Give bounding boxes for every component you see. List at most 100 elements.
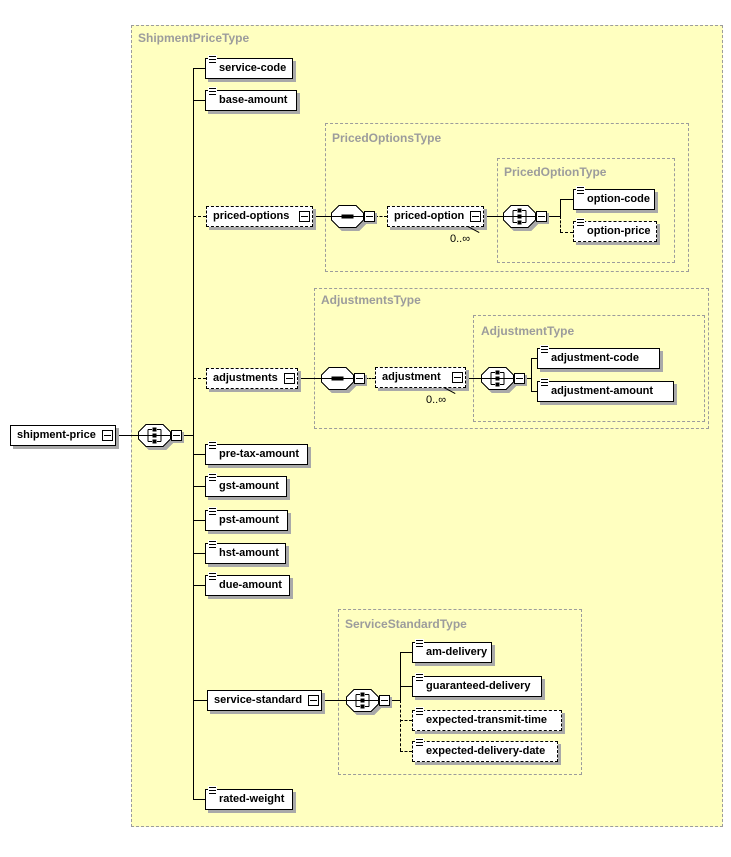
element-box-shipment-price[interactable]: shipment-price (10, 425, 116, 446)
all-icon (138, 424, 171, 447)
element-box-pre-tax-amount[interactable]: pre-tax-amount (205, 441, 308, 465)
type-title-service-standard-type: ServiceStandardType (345, 617, 467, 631)
connector-line (193, 486, 205, 487)
collapse-button[interactable] (354, 373, 365, 384)
element-label: option-code (587, 193, 650, 205)
connector-line (466, 378, 481, 379)
connector-line (525, 378, 531, 379)
all-compositor[interactable] (138, 424, 171, 447)
connector-line-optional (193, 216, 206, 217)
element-label: pre-tax-amount (219, 448, 300, 460)
collapse-button[interactable] (514, 373, 525, 384)
connector-line (193, 454, 205, 455)
sequence-compositor[interactable] (321, 367, 354, 390)
element-box-option-price[interactable]: option-price (573, 218, 657, 242)
element-label: adjustments (213, 372, 278, 384)
element-box-priced-option[interactable]: priced-option (387, 206, 484, 227)
element-label: gst-amount (219, 480, 279, 492)
element-label: base-amount (219, 94, 288, 106)
text-content-icon (208, 786, 217, 796)
element-box-gst-amount[interactable]: gst-amount (205, 473, 287, 497)
connector-line (193, 100, 205, 101)
all-compositor[interactable] (346, 689, 379, 712)
element-label: shipment-price (17, 429, 96, 441)
text-content-icon (415, 673, 424, 683)
element-box-adjustments[interactable]: adjustments (206, 368, 298, 389)
collapse-button[interactable] (364, 211, 375, 222)
connector-line (116, 435, 138, 436)
element-box-expected-delivery-date[interactable]: expected-delivery-date (412, 738, 558, 762)
type-title-priced-option-type: PricedOptionType (504, 165, 607, 179)
type-title-shipment-price-type: ShipmentPriceType (138, 31, 250, 45)
element-box-adjustment-code[interactable]: adjustment-code (537, 345, 660, 369)
element-box-adjustment-amount[interactable]: adjustment-amount (537, 378, 674, 402)
collapse-button[interactable] (299, 211, 310, 222)
collapse-button[interactable] (470, 211, 481, 222)
element-box-option-code[interactable]: option-code (573, 186, 655, 210)
element-label: adjustment-amount (551, 385, 654, 397)
connector-line (531, 391, 537, 392)
type-container-adjustment-type (473, 315, 705, 422)
element-box-guaranteed-delivery[interactable]: guaranteed-delivery (412, 673, 542, 697)
connector-line (322, 700, 346, 701)
occurrence-label: 0..∞ (450, 233, 471, 245)
element-label: adjustment-code (551, 352, 640, 364)
connector-line-optional (400, 700, 401, 751)
connector-line (193, 799, 205, 800)
text-content-icon (415, 738, 424, 748)
type-title-priced-options-type: PricedOptionsType (332, 131, 442, 145)
element-label: expected-transmit-time (426, 714, 548, 726)
connector-line (193, 553, 205, 554)
element-box-service-code[interactable]: service-code (205, 55, 293, 79)
element-box-expected-transmit-time[interactable]: expected-transmit-time (412, 707, 562, 731)
all-compositor[interactable] (503, 205, 536, 228)
element-box-rated-weight[interactable]: rated-weight (205, 786, 293, 810)
connector-line (298, 378, 321, 379)
element-box-hst-amount[interactable]: hst-amount (205, 540, 286, 564)
element-box-pst-amount[interactable]: pst-amount (205, 507, 288, 531)
text-content-icon (208, 55, 217, 65)
element-label: due-amount (219, 579, 282, 591)
type-title-adjustments-type: AdjustmentsType (321, 293, 421, 307)
all-compositor[interactable] (481, 367, 514, 390)
element-box-adjustment[interactable]: adjustment (375, 367, 466, 388)
collapse-button[interactable] (452, 372, 463, 383)
collapse-button[interactable] (171, 430, 182, 441)
text-content-icon (415, 707, 424, 717)
element-label: expected-delivery-date (426, 745, 546, 757)
element-box-due-amount[interactable]: due-amount (205, 572, 290, 596)
connector-line (313, 216, 331, 217)
collapse-button[interactable] (308, 695, 319, 706)
sequence-compositor[interactable] (331, 205, 364, 228)
element-box-service-standard[interactable]: service-standard (207, 690, 322, 711)
element-label: priced-option (394, 210, 465, 222)
connector-line (531, 358, 537, 359)
text-content-icon (576, 218, 585, 228)
all-icon (346, 689, 379, 712)
type-container-priced-option-type (497, 158, 675, 263)
collapse-button[interactable] (379, 695, 390, 706)
connector-line-optional (560, 216, 561, 232)
text-content-icon (208, 507, 217, 517)
collapse-button[interactable] (536, 211, 547, 222)
connector-line (531, 358, 532, 391)
element-label: guaranteed-delivery (426, 680, 531, 692)
collapse-button[interactable] (284, 373, 295, 384)
collapse-button[interactable] (102, 430, 113, 441)
all-icon (503, 205, 536, 228)
text-content-icon (540, 378, 549, 388)
occurrence-label: 0..∞ (426, 394, 447, 406)
connector-line-optional (365, 378, 375, 379)
element-box-am-delivery[interactable]: am-delivery (412, 639, 492, 663)
text-content-icon (208, 473, 217, 483)
element-box-priced-options[interactable]: priced-options (206, 206, 313, 227)
element-label: am-delivery (426, 646, 488, 658)
text-content-icon (208, 441, 217, 451)
connector-line (182, 435, 193, 436)
element-box-base-amount[interactable]: base-amount (205, 87, 297, 111)
text-content-icon (208, 572, 217, 582)
connector-line (400, 686, 412, 687)
type-container-priced-options-type (325, 123, 689, 272)
element-label: hst-amount (219, 547, 279, 559)
